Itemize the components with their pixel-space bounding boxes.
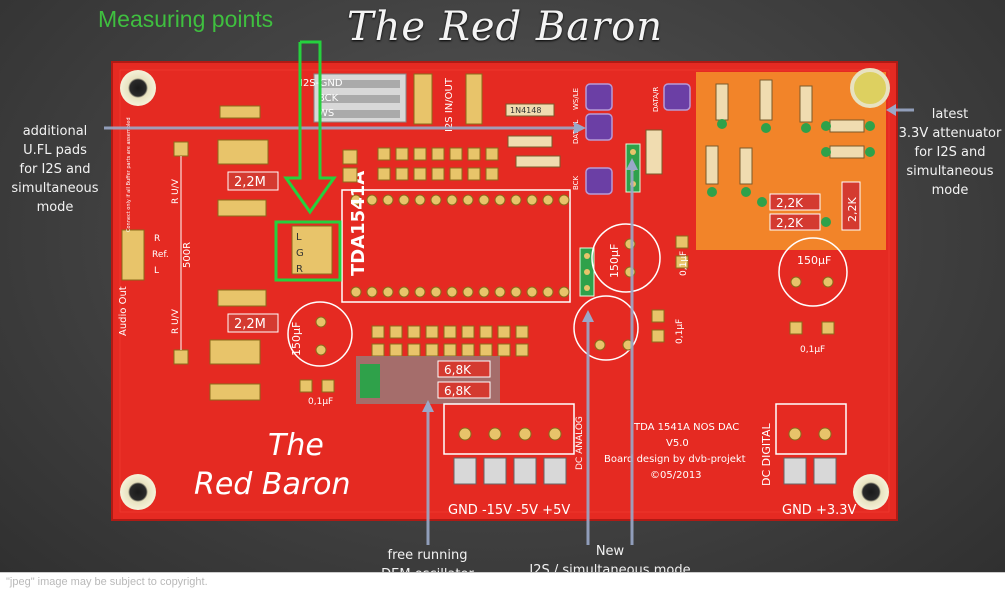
resistor-label: 500R xyxy=(182,242,193,268)
cap-label: 150µF xyxy=(797,254,831,267)
cap-label: 0,1µF xyxy=(679,251,689,276)
lr-label: R xyxy=(296,264,303,275)
resistor-label: 6,8K xyxy=(444,363,472,377)
lr-label: L xyxy=(296,232,302,243)
credit-line: Board design by dvb-projekt xyxy=(604,454,746,465)
measuring-arrow xyxy=(283,40,337,215)
board-logo: The xyxy=(268,428,324,463)
i2s-pin-label: WS xyxy=(318,108,334,119)
dc-analog-label: DC ANALOG xyxy=(575,416,585,470)
i2s-pin-label: BCK xyxy=(318,93,339,104)
copyright-text: "jpeg" image may be subject to copyright… xyxy=(6,576,208,588)
chip-label: TDA1541A xyxy=(348,171,369,276)
pad-label: BCK xyxy=(572,175,580,190)
resistor-label: 6,8K xyxy=(444,384,472,398)
audio-out-label: Audio Out xyxy=(118,286,129,336)
power-label: GND +3.3V xyxy=(782,503,857,518)
credit-line: ©05/2013 xyxy=(650,470,702,481)
power-label: GND -15V -5V +5V xyxy=(448,503,570,518)
connect-note: Connect only if all Buffer parts are ass… xyxy=(126,117,132,232)
chip-footprint xyxy=(341,189,571,303)
i2s-label: I2S IN/OUT xyxy=(444,77,455,132)
dc-digital-label: DC DIGITAL xyxy=(760,422,773,486)
pad-label: WS/LE xyxy=(572,88,580,110)
ruv-label: R U/V xyxy=(171,308,181,334)
resistor-label: 2,2M xyxy=(234,175,266,190)
credit-line: V5.0 xyxy=(666,438,689,449)
ruv-label: R U/V xyxy=(171,178,181,204)
resistor-label: 2,2K xyxy=(776,216,804,230)
lr-label: G xyxy=(296,248,304,259)
pad-label: DATA/R xyxy=(652,87,660,112)
mount-hole xyxy=(120,474,156,510)
diode-label: 1N4148 xyxy=(510,106,541,115)
resistor-label: 2,2K xyxy=(776,196,804,210)
resistor-label: 2,2M xyxy=(234,317,266,332)
mount-hole xyxy=(853,474,889,510)
cap-label: 0,1µF xyxy=(675,319,685,344)
cap-label: 0,1µF xyxy=(800,345,825,355)
page-title: The Red Baron xyxy=(346,4,664,50)
measuring-points-label: Measuring points xyxy=(98,6,274,32)
cap-label: 150µF xyxy=(290,322,303,356)
measuring-point-box xyxy=(274,220,342,282)
cap-label: 150µF xyxy=(608,244,621,278)
channel-label: L xyxy=(154,266,159,276)
channel-label: R xyxy=(154,234,160,244)
cap-label: 0,1µF xyxy=(308,397,333,407)
mount-hole xyxy=(850,68,890,108)
resistor-label: 2,2K xyxy=(846,197,859,222)
credit-line: TDA 1541A NOS DAC xyxy=(633,422,739,433)
copyright-footer: "jpeg" image may be subject to copyright… xyxy=(0,572,1005,592)
channel-label: Ref. xyxy=(152,250,169,260)
board-logo: Red Baron xyxy=(194,467,351,502)
pcb-photo: TDA1541A I2S-GND BCK WS I2S IN/OUT xyxy=(104,40,914,545)
mount-hole xyxy=(120,70,156,106)
